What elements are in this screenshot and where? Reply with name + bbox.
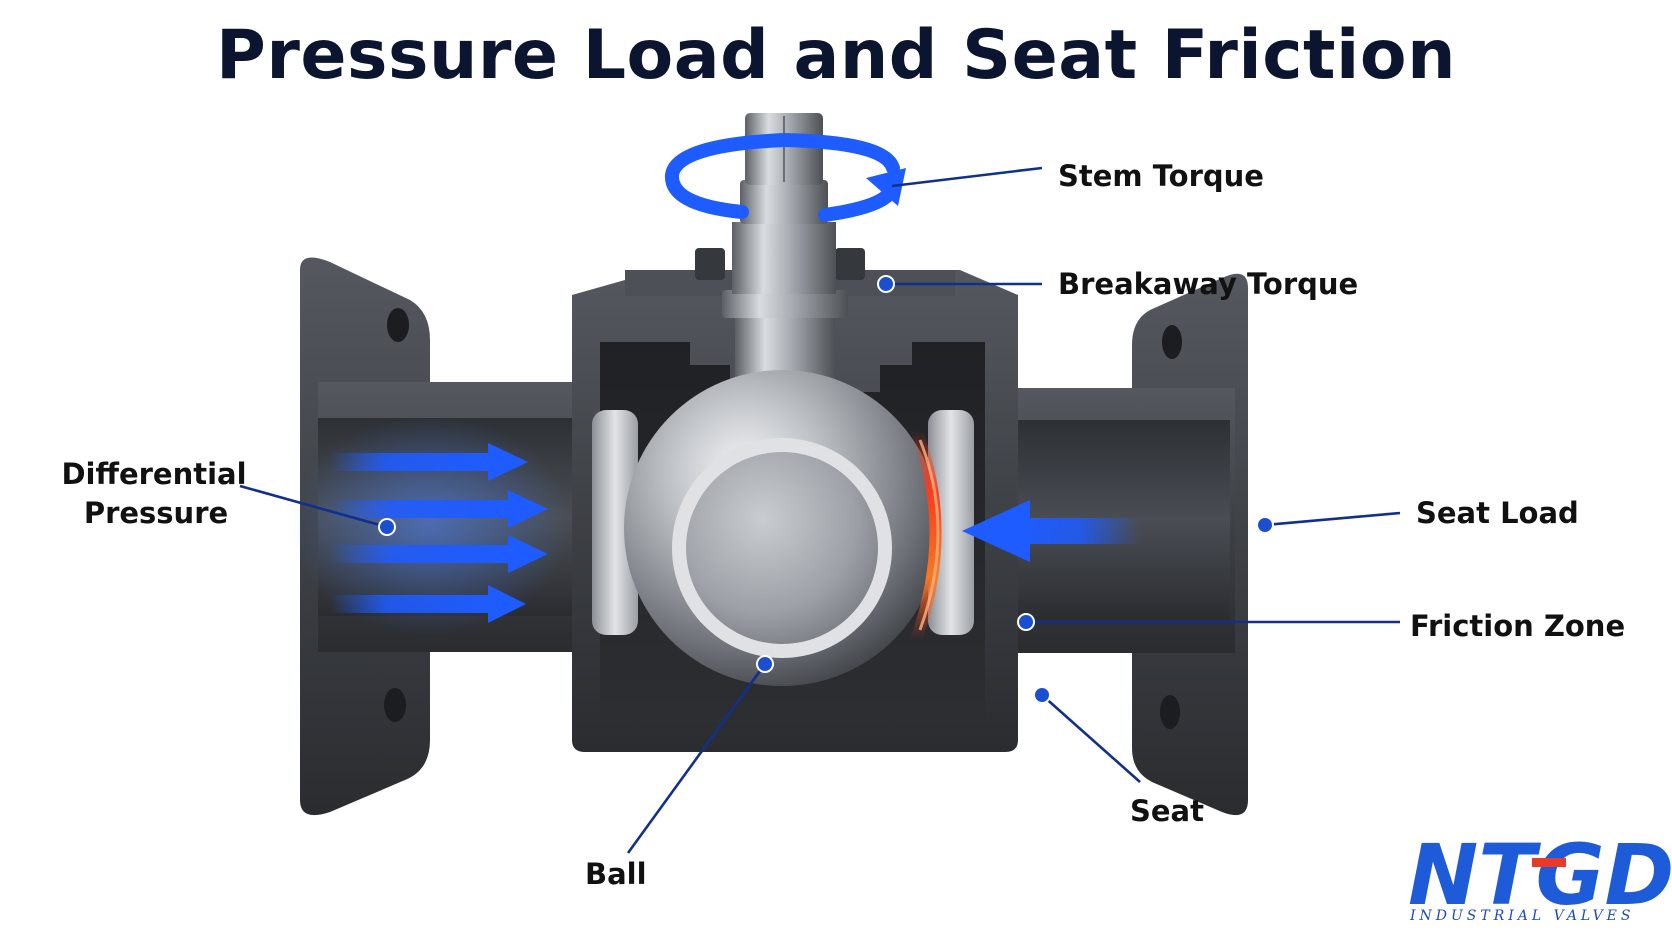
valve-ball xyxy=(624,370,940,686)
seat-right xyxy=(928,410,974,635)
ball-port xyxy=(686,452,878,644)
bonnet-bolt-left xyxy=(695,248,725,280)
label-stem-torque: Stem Torque xyxy=(1058,159,1264,193)
label-differential-pressure-line1: Differential xyxy=(61,457,246,491)
dot-breakaway-torque xyxy=(877,275,895,293)
stem-torque-arrow xyxy=(665,132,906,222)
logo-red-accent xyxy=(1532,858,1566,867)
flow-arrow-3 xyxy=(330,535,548,573)
label-differential-pressure-line2: Pressure xyxy=(84,496,228,530)
leader-differential-pressure xyxy=(239,484,388,529)
leader-seat xyxy=(1041,694,1141,783)
leader-ball xyxy=(626,663,767,854)
valve-stem xyxy=(722,113,848,380)
label-friction-zone: Friction Zone xyxy=(1410,609,1625,643)
seat-load-arrow xyxy=(962,500,1140,562)
label-ball: Ball xyxy=(585,857,647,891)
ntgd-logo-icon: NTGD INDUSTRIAL VALVES xyxy=(1408,826,1672,924)
dot-differential-pressure xyxy=(378,518,396,536)
flow-arrow-2 xyxy=(330,490,548,528)
dot-seat-load xyxy=(1256,516,1274,534)
left-flange-bolt-hole-bottom xyxy=(384,688,406,722)
dot-ball xyxy=(756,655,774,673)
right-flange-bolt-hole-top xyxy=(1162,325,1182,359)
label-seat-load: Seat Load xyxy=(1416,496,1579,530)
label-seat: Seat xyxy=(1130,794,1204,828)
stem-middle xyxy=(732,222,836,294)
dot-seat xyxy=(1033,686,1051,704)
dot-friction-zone xyxy=(1017,613,1035,631)
leader-seat-load xyxy=(1264,511,1401,527)
logo-tagline: INDUSTRIAL VALVES xyxy=(1409,908,1635,924)
valve-seats xyxy=(592,410,974,635)
diagram-title: Pressure Load and Seat Friction xyxy=(216,16,1456,95)
label-breakaway-torque: Breakaway Torque xyxy=(1058,267,1358,301)
seat-left xyxy=(592,410,638,635)
differential-pressure-arrows xyxy=(290,415,570,635)
stem-collar-high xyxy=(740,180,828,224)
stem-collar-low xyxy=(722,290,848,318)
right-flange-bolt-hole-bottom xyxy=(1160,695,1180,729)
flow-arrow-4 xyxy=(330,585,526,623)
flow-arrow-1 xyxy=(330,443,528,481)
logo-name: NTGD xyxy=(1408,826,1672,924)
bonnet-bolt-right xyxy=(835,248,865,280)
leader-lines xyxy=(239,166,1401,854)
left-flange-bolt-hole-top xyxy=(387,308,409,342)
leader-stem-torque xyxy=(891,166,1043,188)
friction-zone-highlight xyxy=(918,439,940,631)
